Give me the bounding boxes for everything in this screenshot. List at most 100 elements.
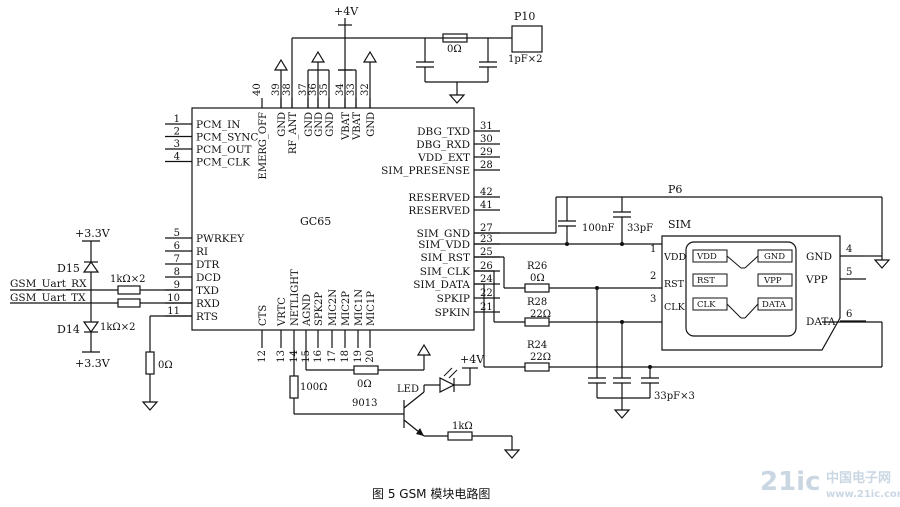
pin-number: 23 bbox=[480, 234, 493, 245]
r0-label: 0Ω bbox=[357, 379, 372, 390]
r100-label: 100Ω bbox=[300, 382, 327, 393]
sim-pin-label: VPP bbox=[805, 274, 828, 286]
pin-label: PCM_OUT bbox=[196, 144, 252, 156]
ground-symbol bbox=[448, 94, 466, 104]
p10-resistor bbox=[442, 33, 468, 43]
sim-pin-number: 4 bbox=[846, 244, 852, 255]
sim-chip-outline bbox=[685, 241, 797, 337]
sim-contact-label: VPP bbox=[763, 276, 782, 286]
ground-symbol bbox=[141, 401, 159, 411]
d14-diode bbox=[82, 321, 100, 334]
pin-number: 3 bbox=[174, 139, 180, 150]
pin-label: VRTC bbox=[277, 297, 288, 327]
sim-contact-label: DATA bbox=[762, 300, 787, 310]
pin-number: 28 bbox=[480, 160, 493, 171]
pin-label: RESERVED bbox=[408, 205, 470, 217]
pin-label: RF_ANT bbox=[288, 112, 299, 154]
r26-resistor bbox=[524, 283, 550, 293]
led-diode bbox=[439, 377, 456, 393]
pin-label: VDD_EXT bbox=[417, 152, 470, 164]
bottom-pin-group: 12CTS13VRTC14NETLIGHT15AGND16SPK2P17MIC2… bbox=[257, 269, 377, 363]
pin-label: EMERG_OFF bbox=[258, 112, 269, 179]
led-label: LED bbox=[397, 384, 419, 395]
sim-contact-label: CLK bbox=[697, 300, 716, 310]
r28-label: R28 bbox=[527, 297, 547, 308]
pin-number: 11 bbox=[167, 306, 180, 317]
pin-label: PCM_CLK bbox=[196, 157, 250, 169]
pin-label: PWRKEY bbox=[196, 233, 245, 245]
pin-number: 2 bbox=[174, 127, 180, 138]
sim-pin-number: 6 bbox=[846, 309, 852, 320]
p10-caps-label: 1pF×2 bbox=[508, 54, 542, 65]
pin-label: SIM_VDD bbox=[418, 239, 470, 251]
pin-number: 18 bbox=[340, 350, 351, 363]
power-label-top: +4V bbox=[334, 5, 359, 18]
pin-number: 37 bbox=[298, 83, 309, 96]
pin-label: MIC1P bbox=[366, 291, 377, 326]
pin-label: GND bbox=[304, 112, 315, 137]
r26-value: 0Ω bbox=[530, 273, 545, 284]
pin-number: 33 bbox=[346, 83, 357, 96]
top-pin-group: 40EMERG_OFF39GND38RF_ANT37GND36GND35GND3… bbox=[252, 83, 377, 179]
sim-caps3-label: 33pF×3 bbox=[654, 391, 695, 402]
pin-number: 22 bbox=[480, 288, 493, 299]
site-watermark: 21ic 中国电子网 www.21ic.com bbox=[760, 467, 900, 500]
sim-chip-contacts bbox=[692, 249, 793, 319]
r100-resistor bbox=[289, 375, 299, 399]
r24-value: 22Ω bbox=[530, 352, 551, 363]
pin-label: RTS bbox=[196, 311, 218, 323]
sim-contact-label: GND bbox=[764, 252, 785, 262]
pin-number: 10 bbox=[167, 293, 180, 304]
pin-label: SIM_DATA bbox=[413, 279, 470, 291]
pin-label: SPK2P bbox=[314, 292, 325, 326]
pin-number: 25 bbox=[480, 247, 493, 258]
uart-rx-label: GSM_Uart_RX bbox=[10, 278, 87, 290]
pin-label: GND bbox=[366, 112, 377, 137]
sim-pin-number: 2 bbox=[650, 271, 656, 282]
p10-connector bbox=[511, 25, 543, 53]
d15-label: D15 bbox=[57, 262, 80, 275]
pin-label: RESERVED bbox=[408, 192, 470, 204]
pin-number: 32 bbox=[360, 83, 371, 96]
pin-label: GND bbox=[314, 112, 325, 137]
uart-rx-resistor bbox=[117, 285, 141, 295]
pin-label: NETLIGHT bbox=[290, 269, 301, 326]
ground-symbol bbox=[873, 259, 891, 269]
pin-number: 1 bbox=[174, 114, 180, 125]
pin-label: VBAT bbox=[352, 112, 363, 141]
pin-number: 16 bbox=[313, 350, 324, 363]
uart-section: +3.3V D15 D14 +3.3V GSM_Uart_RX GSM_Uart… bbox=[10, 227, 192, 411]
uart-tx-resistor bbox=[117, 298, 141, 308]
uart-tx-label: GSM_Uart_TX bbox=[10, 292, 86, 304]
sim-pin-number: 1 bbox=[650, 244, 656, 255]
pin-number: 26 bbox=[480, 261, 493, 272]
pin-label: PCM_SYNC bbox=[196, 132, 258, 144]
sim-cap1-label: 100nF bbox=[582, 223, 615, 234]
pin-number: 31 bbox=[480, 121, 493, 132]
pin-label: MIC2N bbox=[328, 289, 339, 326]
chip-body bbox=[191, 107, 475, 331]
pin-number: 9 bbox=[174, 280, 180, 291]
pin-number: 20 bbox=[365, 350, 376, 363]
pin-label: MIC2P bbox=[341, 291, 352, 326]
pin-number: 41 bbox=[480, 200, 493, 211]
sim-section: P6 100nF 33pF R26 0Ω R28 22Ω bbox=[474, 183, 891, 419]
pin-label: PCM_IN bbox=[196, 119, 240, 131]
pin-label: MIC1N bbox=[354, 289, 365, 326]
pin-label: DTR bbox=[196, 259, 220, 271]
sim-pin-label: VDD bbox=[663, 252, 686, 263]
pin-number: 6 bbox=[174, 241, 180, 252]
transistor-label: 9013 bbox=[352, 398, 377, 409]
pin-number: 42 bbox=[480, 187, 493, 198]
power-label-left-top: +3.3V bbox=[75, 227, 111, 240]
r26-label: R26 bbox=[527, 261, 547, 272]
pin-label: SIM_CLK bbox=[420, 266, 470, 278]
pin-number: 21 bbox=[480, 302, 493, 313]
pin-label: SIM_RST bbox=[421, 252, 470, 264]
pin-label: DBG_TXD bbox=[417, 126, 470, 138]
ground-symbol bbox=[503, 449, 521, 459]
pin-label: RXD bbox=[196, 298, 220, 310]
